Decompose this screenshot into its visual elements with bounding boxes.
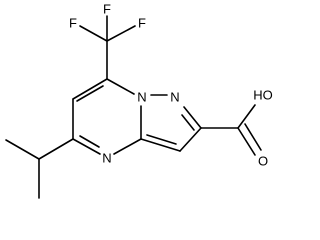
bridgehead-nitrogen-label: N [137, 90, 146, 105]
molecule-canvas: F F F N N N HO O [5, 2, 273, 199]
bond-c7-c6 [72, 78, 108, 100]
bond-c7-c6-double [76, 85, 104, 102]
pyrazole-nitrogen-label: N [170, 90, 179, 105]
bond-c-o-double-a [237, 127, 256, 156]
bond-c5-ch [38, 138, 74, 160]
bond-c3-c3a [140, 138, 181, 152]
bond-n2-c2 [183, 106, 202, 129]
bond-c-o-double-b [244, 123, 262, 151]
bond-c-f-left [79, 25, 108, 42]
fluorine-label-right: F [138, 16, 146, 31]
hydroxyl-label: HO [253, 88, 273, 103]
bond-n-bridge-c7 [106, 78, 135, 95]
structure-diagram: F F F N N N HO O [5, 2, 273, 199]
bond-c3-c3a-double [146, 134, 177, 145]
bond-c5-n4 [72, 138, 101, 155]
fluorine-label-top: F [103, 2, 111, 17]
bond-n4-c3a [113, 138, 142, 155]
bond-c-oh [237, 104, 256, 129]
bond-c-f-right [106, 25, 136, 42]
bond-c2-c3 [179, 127, 202, 152]
carbonyl-oxygen-label: O [258, 154, 268, 169]
bond-c5-n4-double [79, 135, 100, 148]
fluorine-label-left: F [69, 16, 77, 31]
pyrimidine-nitrogen-label: N [102, 151, 111, 166]
bond-n2-c2-double [181, 114, 195, 131]
bond-ch-ch3-left [5, 139, 40, 160]
